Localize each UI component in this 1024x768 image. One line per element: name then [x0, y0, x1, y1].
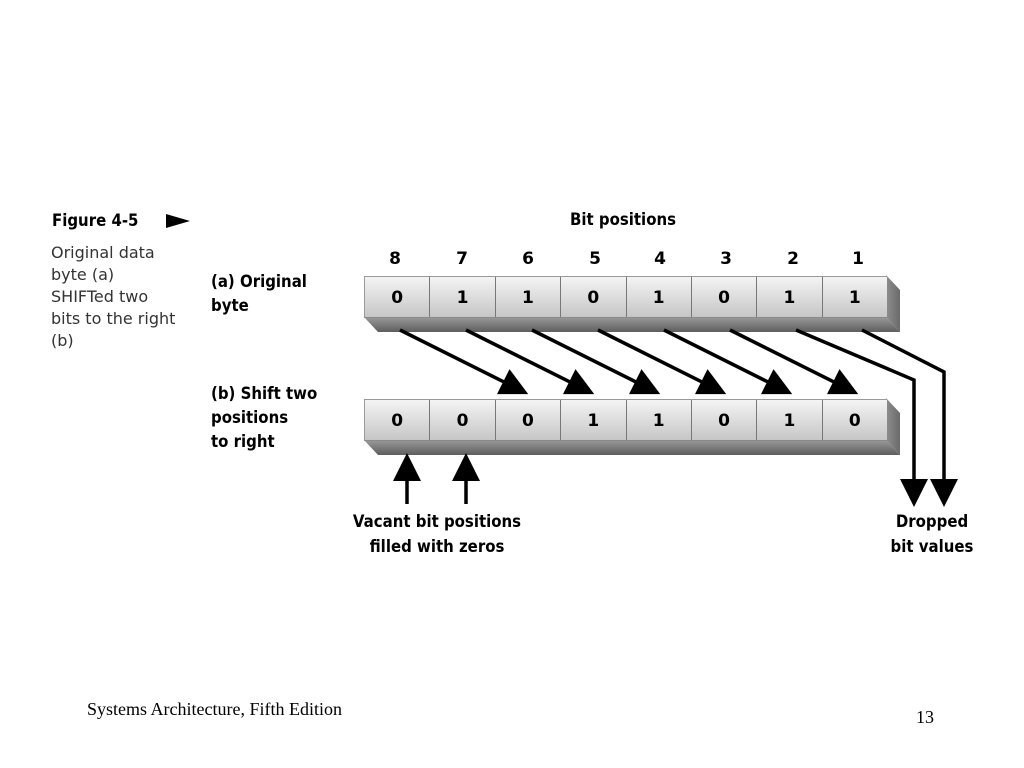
- register-b-bottom-bevel: [364, 440, 900, 455]
- dropped-bit-arrow: [795, 328, 928, 507]
- bit-cell: 0: [692, 277, 758, 317]
- register-original-byte: 0 1 1 0 1 0 1 1: [364, 276, 887, 318]
- caption-line-5: (b): [51, 331, 74, 350]
- row-b-label-line-2: positions: [211, 408, 289, 428]
- bit-position-number: 1: [852, 249, 864, 269]
- bit-position-number: 7: [456, 249, 468, 269]
- shift-arrow: [729, 328, 859, 395]
- shift-arrow: [663, 328, 793, 395]
- row-b-label-line-1: (b) Shift two: [211, 384, 318, 404]
- bit-cell: 0: [692, 400, 758, 440]
- row-b-label-line-3: to right: [211, 432, 275, 452]
- register-a-bottom-bevel: [364, 317, 900, 332]
- register-b-side-bevel: [886, 398, 900, 455]
- bit-position-number: 4: [654, 249, 666, 269]
- register-a-side-bevel: [886, 275, 900, 332]
- bit-cell: 0: [561, 277, 627, 317]
- shift-arrow: [399, 328, 529, 395]
- bit-positions-label: Bit positions: [570, 210, 677, 230]
- book-title: Systems Architecture, Fifth Edition: [87, 699, 342, 719]
- bit-cell: 0: [430, 400, 496, 440]
- vacant-label-line-2: filled with zeros: [369, 537, 505, 557]
- shift-arrow: [597, 328, 727, 395]
- bit-position-number: 5: [589, 249, 601, 269]
- bit-cell: 1: [627, 400, 692, 440]
- vacant-label-line-1: Vacant bit positions: [352, 512, 522, 532]
- bit-cell: 1: [757, 400, 823, 440]
- bit-cell: 0: [848, 411, 861, 431]
- caption-line-4: bits to the right: [51, 309, 176, 328]
- bit-cell: 1: [430, 277, 496, 317]
- bit-position-number: 3: [720, 249, 732, 269]
- bit-position-number: 6: [522, 249, 534, 269]
- bit-cell: 1: [561, 400, 627, 440]
- bit-cell: 0: [365, 400, 431, 440]
- caption-line-2: byte (a): [51, 265, 115, 284]
- caption-line-1: Original data: [51, 243, 155, 262]
- bit-cell: 1: [627, 277, 692, 317]
- shift-arrow: [531, 328, 661, 395]
- bit-cell: 0: [496, 400, 562, 440]
- bit-cell: 1: [757, 277, 823, 317]
- bit-cell: 1: [496, 277, 562, 317]
- dropped-bit-arrow: [861, 328, 958, 507]
- dropped-label-line-2: bit values: [890, 537, 974, 557]
- figure-pointer-icon: [166, 214, 190, 228]
- row-a-label-line-1: (a) Original: [211, 272, 307, 292]
- dropped-label-line-1: Dropped: [895, 512, 969, 532]
- bit-cell: 0: [365, 277, 431, 317]
- bit-cell: 1: [848, 288, 861, 308]
- figure-title: Figure 4-5: [52, 211, 139, 231]
- page-number: 13: [916, 707, 934, 727]
- caption-line-3: SHIFTed two: [51, 287, 149, 306]
- shift-arrow: [465, 328, 595, 395]
- register-shifted-byte: 0 0 0 1 1 0 1 0: [364, 399, 887, 441]
- row-a-label-line-2: byte: [211, 296, 249, 316]
- bit-position-number: 2: [787, 249, 799, 269]
- bit-position-number: 8: [389, 249, 401, 269]
